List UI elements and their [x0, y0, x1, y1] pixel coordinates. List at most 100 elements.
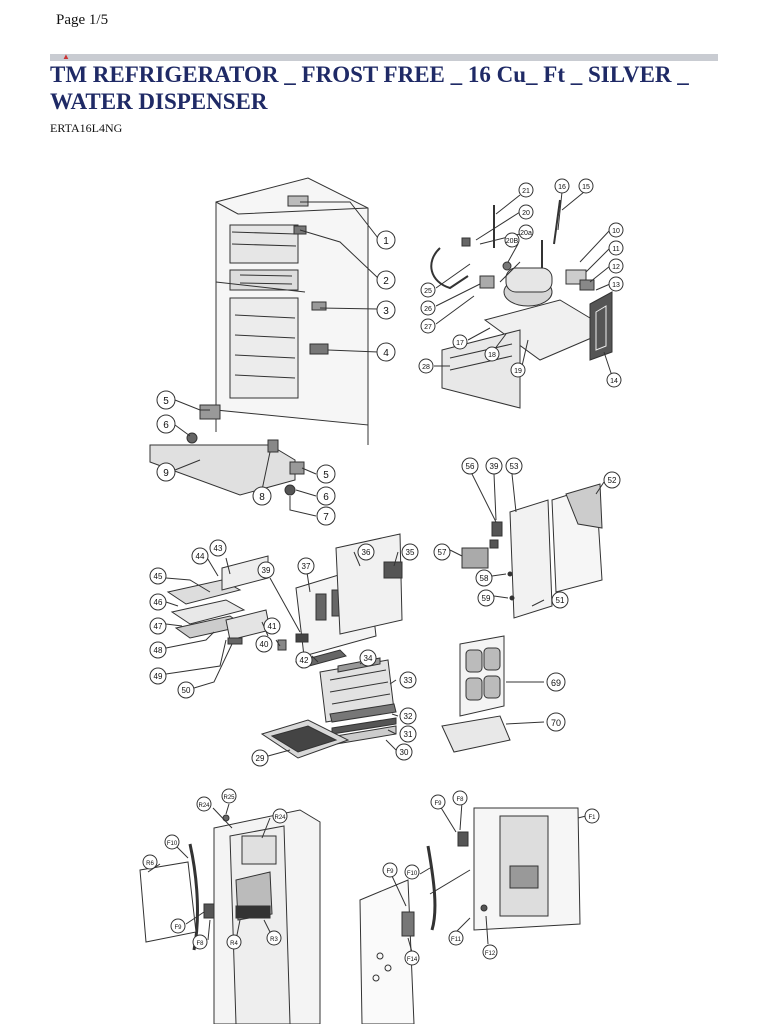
callout-69: 69 — [546, 672, 566, 692]
svg-text:6: 6 — [163, 420, 169, 431]
svg-text:R3: R3 — [270, 937, 278, 943]
callout-58: 58 — [475, 569, 493, 587]
callout-r3: R3 — [266, 930, 282, 946]
svg-text:43: 43 — [214, 544, 223, 553]
callout-32: 32 — [399, 707, 417, 725]
callout-28: 28 — [418, 358, 434, 374]
callout-40: 40 — [255, 635, 273, 653]
callout-7: 7 — [316, 506, 336, 526]
broken-image-icon: ▲ — [62, 52, 70, 61]
page-number: Page 1/5 — [56, 12, 109, 28]
callout-20b: 20B — [504, 232, 520, 248]
callout-f14: F14 — [404, 950, 420, 966]
svg-text:31: 31 — [404, 730, 413, 739]
callout-f9b: F9 — [430, 794, 446, 810]
callout-4: 4 — [376, 342, 396, 362]
svg-text:2: 2 — [383, 276, 389, 287]
callout-17: 17 — [452, 334, 468, 350]
svg-text:32: 32 — [404, 712, 413, 721]
callout-5a: 5 — [156, 390, 176, 410]
callout-r6: R6 — [142, 854, 158, 870]
svg-text:20a: 20a — [520, 230, 532, 237]
callout-48: 48 — [149, 641, 167, 659]
svg-text:26: 26 — [424, 306, 432, 313]
callout-29: 29 — [251, 749, 269, 767]
callout-12: 12 — [608, 258, 624, 274]
svg-text:3: 3 — [383, 306, 389, 317]
svg-text:58: 58 — [480, 574, 489, 583]
svg-text:13: 13 — [612, 282, 620, 289]
callout-36: 36 — [357, 543, 375, 561]
callout-49: 49 — [149, 667, 167, 685]
callout-16: 16 — [554, 178, 570, 194]
svg-text:12: 12 — [612, 264, 620, 271]
callout-f10b: F10 — [404, 864, 420, 880]
callout-20: 20 — [518, 204, 534, 220]
callout-51: 51 — [551, 591, 569, 609]
callout-f1: F1 — [584, 808, 600, 824]
callout-52: 52 — [603, 471, 621, 489]
callout-f8b: F8 — [452, 790, 468, 806]
callout-39b: 39 — [257, 561, 275, 579]
dispenser-drawing — [461, 483, 603, 619]
svg-text:16: 16 — [558, 184, 566, 191]
svg-text:R24: R24 — [198, 803, 210, 809]
svg-text:F14: F14 — [407, 957, 418, 963]
svg-text:37: 37 — [302, 562, 311, 571]
svg-text:F12: F12 — [485, 951, 496, 957]
svg-text:F1: F1 — [588, 815, 596, 821]
svg-text:8: 8 — [259, 492, 265, 503]
callout-9: 9 — [156, 462, 176, 482]
svg-text:44: 44 — [196, 552, 205, 561]
svg-text:6: 6 — [323, 492, 329, 503]
callout-26: 26 — [420, 300, 436, 316]
callout-27: 27 — [420, 318, 436, 334]
svg-text:69: 69 — [551, 678, 561, 688]
callout-f9c: F9 — [382, 862, 398, 878]
cabinet-drawing — [149, 177, 369, 496]
freezer-door-drawing — [359, 807, 581, 1024]
callout-33: 33 — [399, 671, 417, 689]
svg-text:F8: F8 — [196, 941, 204, 947]
callout-43: 43 — [209, 539, 227, 557]
svg-text:34: 34 — [364, 654, 373, 663]
callout-21: 21 — [518, 182, 534, 198]
callout-41: 41 — [263, 617, 281, 635]
svg-text:R24: R24 — [274, 815, 286, 821]
svg-text:5: 5 — [323, 470, 329, 481]
svg-text:40: 40 — [260, 640, 269, 649]
svg-text:F9: F9 — [386, 869, 394, 875]
svg-text:46: 46 — [154, 598, 163, 607]
callout-f8a: F8 — [192, 934, 208, 950]
callout-35: 35 — [401, 543, 419, 561]
svg-text:14: 14 — [610, 378, 618, 385]
callout-r4: R4 — [226, 934, 242, 950]
svg-text:20: 20 — [522, 210, 530, 217]
svg-text:R25: R25 — [223, 795, 235, 801]
callout-r25: R25 — [221, 788, 237, 804]
svg-text:19: 19 — [514, 368, 522, 375]
callout-19: 19 — [510, 362, 526, 378]
callout-39a: 39 — [485, 457, 503, 475]
svg-text:47: 47 — [154, 622, 163, 631]
svg-text:45: 45 — [154, 572, 163, 581]
svg-text:11: 11 — [612, 246, 619, 253]
fridge-door-drawing — [139, 809, 321, 1024]
model-number: ERTA16L4NG — [50, 121, 123, 135]
svg-text:27: 27 — [424, 324, 432, 331]
svg-text:35: 35 — [406, 548, 415, 557]
callout-5b: 5 — [316, 464, 336, 484]
compressor-leaders — [434, 191, 613, 377]
svg-text:39: 39 — [490, 462, 499, 471]
callout-46: 46 — [149, 593, 167, 611]
callout-18: 18 — [484, 346, 500, 362]
callout-45: 45 — [149, 567, 167, 585]
svg-text:42: 42 — [300, 656, 309, 665]
freezer-door-leaders — [391, 801, 587, 953]
svg-text:R6: R6 — [146, 861, 154, 867]
svg-text:17: 17 — [456, 340, 464, 347]
callouts: 1 2 3 4 5 6 9 8 5 6 7 21 16 15 20 20a 20… — [142, 178, 624, 966]
svg-text:25: 25 — [424, 288, 432, 295]
evaporator-drawing — [260, 635, 511, 759]
callout-6a: 6 — [156, 414, 176, 434]
